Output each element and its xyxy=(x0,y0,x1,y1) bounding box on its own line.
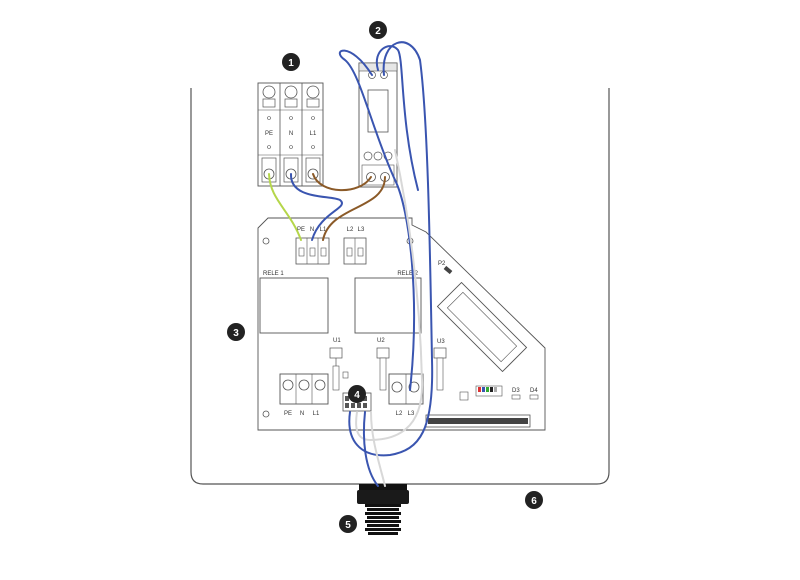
breaker-label-pe: PE xyxy=(265,131,273,137)
bottom-label-l1: L1 xyxy=(313,411,320,417)
bottom-label-l3: L3 xyxy=(408,411,415,417)
sensor-u2: U2 xyxy=(376,338,390,391)
u1-label: U1 xyxy=(333,338,341,344)
relay-1-label: RELE 1 xyxy=(263,271,284,277)
callout-3-number: 3 xyxy=(233,328,239,339)
breaker-label-l1: L1 xyxy=(310,131,317,137)
board-label-l2: L2 xyxy=(347,227,354,233)
terminal-block-top-right: L2 L3 xyxy=(343,227,367,265)
board-label-n: N xyxy=(310,227,314,233)
board-label-l3: L3 xyxy=(358,227,365,233)
circuit-breaker-block: PE N L1 xyxy=(257,82,324,187)
callout-1-number: 1 xyxy=(288,58,294,69)
terminal-block-bottom-left: PE N L1 xyxy=(279,373,329,417)
board-label-pe: PE xyxy=(297,227,305,233)
d4-label: D4 xyxy=(530,388,538,394)
callout-4-number: 4 xyxy=(354,390,360,401)
d3-label: D3 xyxy=(512,388,520,394)
bottom-label-l2: L2 xyxy=(396,411,403,417)
callout-6: 6 xyxy=(525,491,543,509)
callout-2: 2 xyxy=(369,21,387,39)
led-header xyxy=(475,385,503,397)
terminal-block-bottom-right: L2 L3 xyxy=(388,373,424,417)
energy-meter xyxy=(358,62,398,188)
sensor-u3: U3 xyxy=(433,339,447,391)
board-label-l1: L1 xyxy=(320,227,327,233)
wires xyxy=(268,41,434,487)
callout-1: 1 xyxy=(282,53,300,71)
relay-2 xyxy=(354,277,422,334)
u2-label: U2 xyxy=(377,338,385,344)
relay-2-label: RELE 2 xyxy=(397,271,418,277)
relay-1 xyxy=(259,277,329,334)
callout-5: 5 xyxy=(339,515,357,533)
u3-label: U3 xyxy=(437,339,445,345)
p2-label: P2 xyxy=(438,261,446,267)
breaker-label-n: N xyxy=(289,131,293,137)
terminal-block-top-left: PE N L1 xyxy=(295,227,330,265)
callout-4: 4 xyxy=(348,385,366,403)
display-module xyxy=(436,281,528,373)
callout-6-number: 6 xyxy=(531,496,537,507)
bottom-label-n: N xyxy=(300,411,304,417)
sensor-u1: U1 xyxy=(329,338,349,391)
callout-2-number: 2 xyxy=(375,26,381,37)
callout-3: 3 xyxy=(227,323,245,341)
control-board: PE N L1 L2 L3 RELE 1 RELE 2 P2 U1 xyxy=(257,217,546,431)
cable-gland xyxy=(357,484,409,535)
callout-5-number: 5 xyxy=(345,520,351,531)
bottom-label-pe: PE xyxy=(284,411,292,417)
